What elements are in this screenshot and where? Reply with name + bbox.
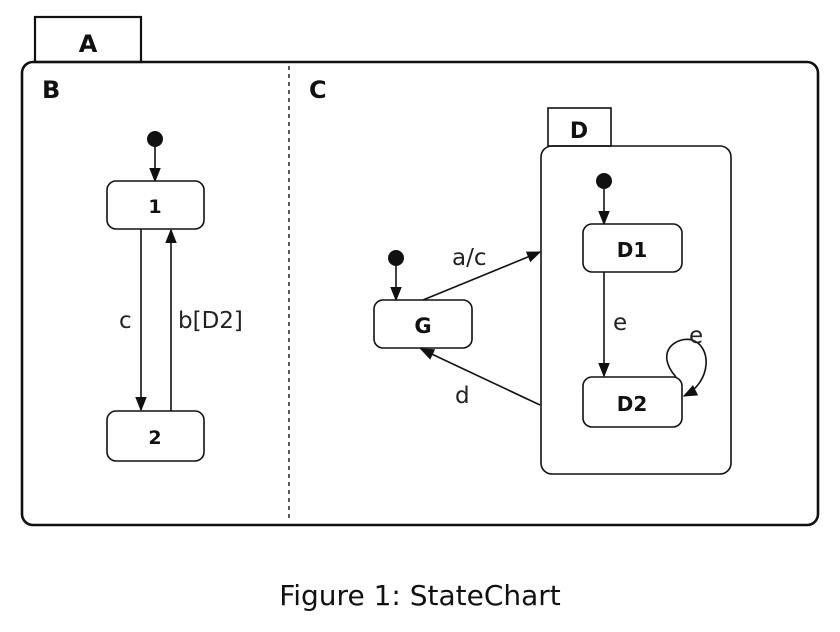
initial-pseudostate-b	[147, 131, 163, 147]
initial-pseudostate-d	[596, 173, 612, 189]
state-2-label: 2	[148, 427, 161, 449]
state-d-label: D	[570, 119, 588, 144]
state-d2-label: D2	[617, 392, 648, 416]
edge-label-a-c: a/c	[452, 245, 487, 271]
self-transition-d2	[666, 338, 707, 397]
region-b-label: B	[42, 76, 60, 104]
edge-label-c: c	[119, 308, 132, 334]
state-a-tab	[33, 15, 143, 64]
state-d2	[582, 376, 683, 428]
transition-d-to-g	[419, 348, 541, 406]
edge-label-b-d2: b[D2]	[178, 308, 243, 334]
state-d-tab	[547, 107, 612, 147]
state-1	[106, 180, 205, 230]
state-g-label: G	[414, 314, 431, 338]
state-d1-label: D1	[617, 238, 648, 262]
edge-label-e-self: e	[689, 323, 703, 349]
region-c-label: C	[309, 76, 327, 104]
figure-caption: Figure 1: StateChart	[279, 579, 561, 612]
state-a-label: A	[79, 30, 98, 58]
transition-g-to-d	[422, 251, 542, 301]
state-d1	[582, 223, 683, 273]
initial-pseudostate-c	[388, 250, 404, 266]
state-1-label: 1	[148, 196, 161, 218]
edge-label-e-down: e	[613, 310, 627, 336]
state-a-frame	[20, 60, 820, 527]
edge-label-d: d	[455, 383, 470, 409]
state-d-frame	[540, 145, 732, 475]
state-2	[106, 410, 205, 462]
